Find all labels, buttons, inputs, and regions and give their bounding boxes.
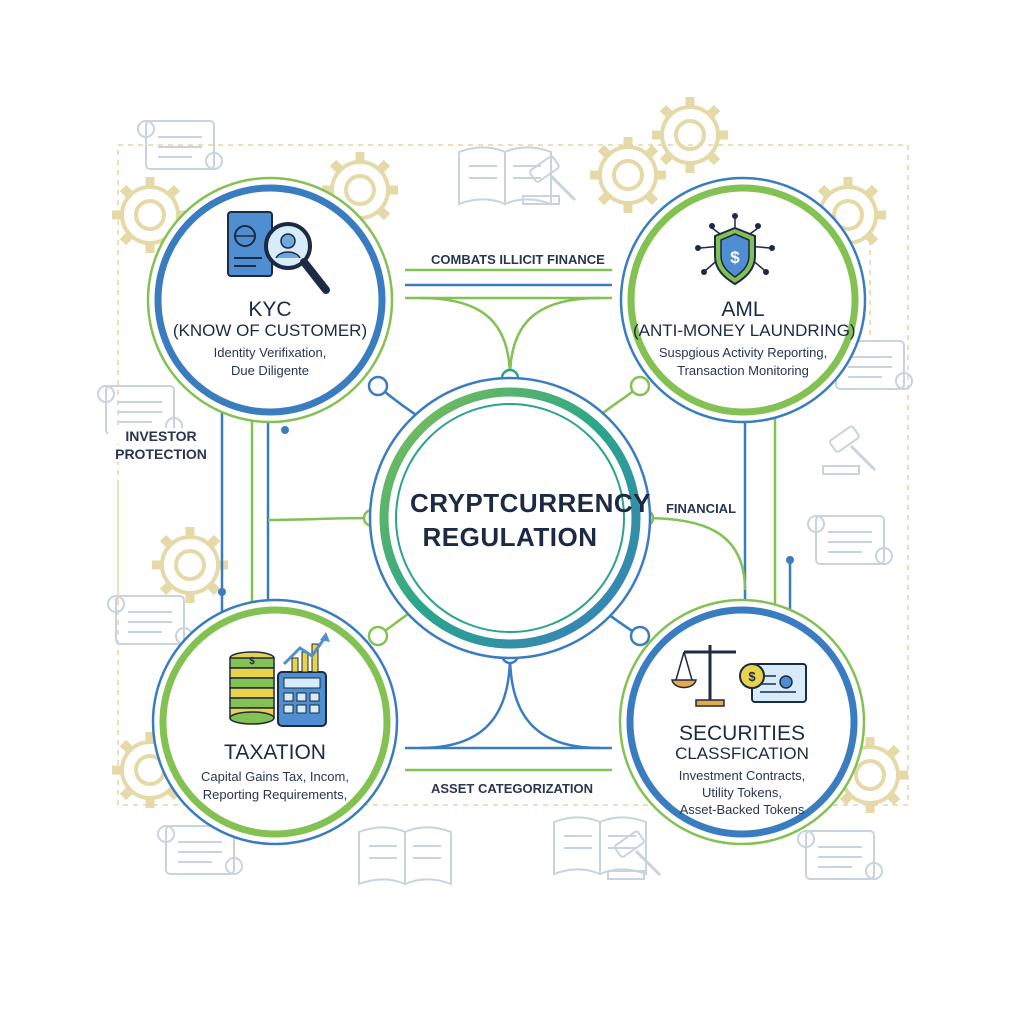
taxation-desc-line2: Reporting Requirements, [202, 787, 348, 802]
kyc-desc-line2: Due Diligente [230, 363, 310, 378]
aml-subtitle: (ANTI-MONEY LAUNDRING) [633, 321, 856, 340]
edge-label-top: COMBATS ILLICIT FINANCE [428, 252, 605, 267]
book-icon [358, 826, 452, 885]
aml-desc-line1: Suspgious Activity Reporting, [658, 345, 828, 360]
gavel-icon [521, 153, 577, 206]
scroll-icon [807, 515, 893, 565]
edge-label-bottom: ASSET CATEGORIZATION [428, 781, 594, 796]
kyc-subtitle: (KNOW OF CUSTOMER) [172, 321, 368, 340]
dashed-frame [117, 144, 909, 806]
center-title-line2: REGULATION [422, 522, 598, 552]
gear-icon [152, 527, 228, 603]
svg-text:$: $ [249, 656, 255, 667]
svg-text:$: $ [730, 248, 740, 267]
identity-search-icon [227, 211, 330, 294]
securities-subtitle: CLASSFICATION [675, 744, 809, 763]
background-decor [97, 97, 913, 885]
scroll-icon [797, 830, 883, 880]
securities-desc-line2: Utility Tokens, [702, 785, 782, 800]
kyc-desc-line1: Identity Verifixation, [213, 345, 327, 360]
edge-label-left-line1: INVESTOR [108, 428, 214, 444]
scales-certificate-icon: $ [671, 645, 807, 707]
taxation-node-circle [151, 598, 399, 846]
svg-text:$: $ [748, 669, 756, 684]
center-node-circle [368, 376, 652, 660]
edge-label-left-line2: PROTECTION [108, 446, 214, 462]
taxation-title: TAXATION [224, 741, 326, 764]
gavel-icon [821, 423, 877, 476]
securities-desc-line1: Investment Contracts, [678, 768, 806, 783]
kyc-title: KYC [248, 298, 292, 321]
connectors [117, 230, 871, 772]
kyc-node-circle [146, 176, 394, 424]
gear-icon [652, 97, 728, 173]
aml-title: AML [721, 298, 765, 321]
gear-icon [590, 137, 666, 213]
center-title-line1: CRYPTCURRENCY [410, 488, 651, 518]
securities-title: SECURITIES [678, 722, 806, 745]
aml-desc-line2: Transaction Monitoring [677, 363, 809, 378]
scroll-icon [107, 595, 193, 645]
aml-node-circle [619, 176, 867, 424]
securities-desc-line3: Asset-Backed Tokens [679, 802, 805, 817]
scroll-icon [97, 385, 183, 435]
book-icon [553, 816, 647, 875]
coins-calculator-icon: $ [229, 632, 330, 727]
edge-label-right: FINANCIAL [660, 501, 742, 516]
taxation-desc-line1: Capital Gains Tax, Incom, [201, 769, 349, 784]
shield-dollar-icon: $ [695, 213, 775, 286]
gavel-icon [606, 828, 662, 881]
